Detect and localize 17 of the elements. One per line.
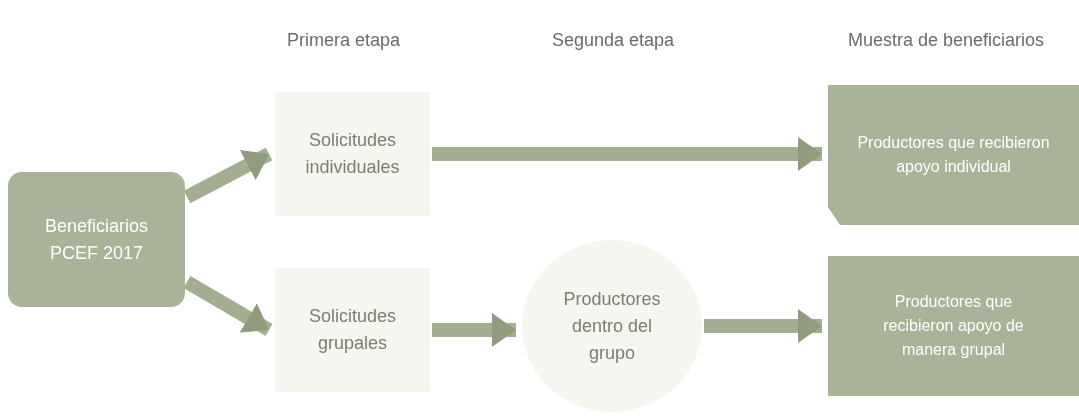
node-text: Beneficiarios PCEF 2017 <box>43 214 150 265</box>
node-text: Solicitudes individuales <box>304 129 401 179</box>
result-box <box>828 85 1079 225</box>
block-arrow <box>432 313 516 347</box>
block-arrow <box>183 275 273 337</box>
block-arrow <box>183 147 273 204</box>
process-box <box>8 172 185 307</box>
node-text: Productores que recibieron apoyo individual <box>856 133 1051 177</box>
node-text: Productores dentro del grupo <box>562 287 662 365</box>
stage-heading: Primera etapa <box>287 30 401 51</box>
result-box <box>828 256 1079 396</box>
block-arrow <box>704 309 822 343</box>
stage-heading: Segunda etapa <box>552 30 675 51</box>
block-arrow <box>432 137 822 171</box>
node-text: Solicitudes grupales <box>307 305 397 355</box>
stage-heading: Muestra de beneficiarios <box>848 30 1045 51</box>
node-text: Productores que recibieron apoyo de manera grupal <box>882 292 1025 360</box>
